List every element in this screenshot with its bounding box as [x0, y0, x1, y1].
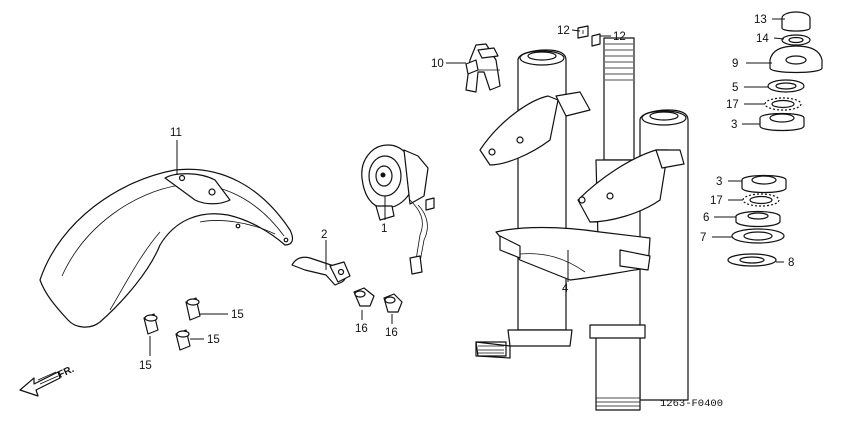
horn-bolts [353, 287, 403, 313]
front-fender [39, 168, 294, 328]
label-part-1: 1 [381, 223, 387, 235]
front-fork [475, 37, 689, 411]
wire-clamp [465, 43, 501, 93]
label-part-6: 6 [703, 212, 709, 224]
label-part-12a: 12 [557, 25, 570, 37]
label-part-10: 10 [431, 58, 444, 70]
leader-lines [149, 18, 785, 356]
front-direction-arrow: FR. [19, 364, 76, 397]
steering-bearing-upper [759, 11, 823, 132]
label-part-5: 5 [732, 82, 738, 94]
screws [577, 25, 601, 47]
label-part-9: 9 [732, 58, 738, 70]
front-indicator-text: FR. [57, 364, 76, 381]
callout-labels: 11 1 2 4 10 12 12 13 14 9 5 17 3 3 17 6 … [139, 14, 794, 372]
steering-bearing-lower [727, 174, 787, 267]
label-part-7: 7 [700, 232, 706, 244]
label-part-16a: 16 [355, 323, 368, 335]
label-part-15b: 15 [207, 334, 220, 346]
fender-bolts [143, 297, 201, 351]
label-part-15c: 15 [139, 360, 152, 372]
horn [361, 144, 435, 275]
diagram-code: 1263-F0400 [660, 398, 723, 410]
label-part-16b: 16 [385, 327, 398, 339]
label-part-3b: 3 [716, 176, 722, 188]
label-part-17a: 17 [726, 99, 739, 111]
label-part-13: 13 [754, 14, 767, 26]
label-part-3a: 3 [731, 119, 737, 131]
label-part-11: 11 [170, 127, 182, 139]
label-part-17b: 17 [710, 195, 723, 207]
label-part-4: 4 [562, 283, 569, 295]
label-part-15a: 15 [231, 309, 244, 321]
label-part-2: 2 [321, 229, 327, 241]
stem-thread [605, 43, 633, 81]
tube-thread-lower [596, 397, 640, 407]
label-part-8: 8 [788, 257, 794, 269]
label-part-12b: 12 [613, 31, 626, 43]
horn-bracket [291, 256, 351, 286]
label-part-14: 14 [756, 33, 769, 45]
